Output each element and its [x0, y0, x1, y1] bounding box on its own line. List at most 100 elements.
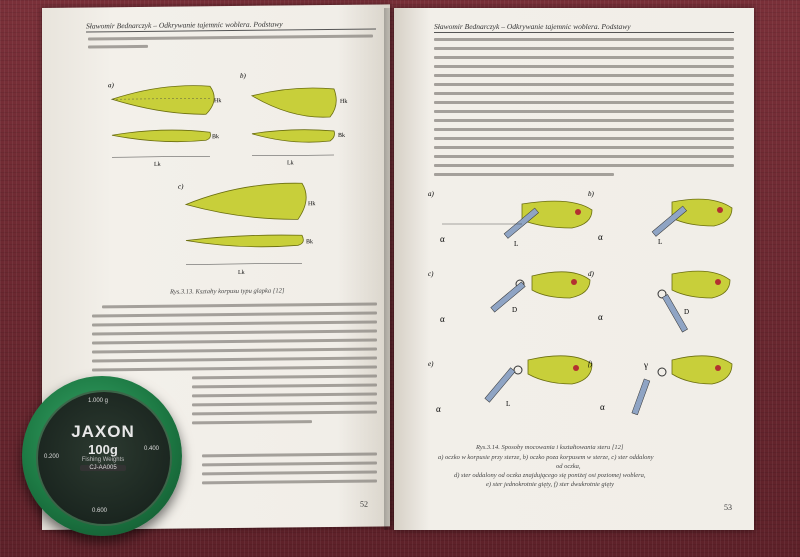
- panel-f: f) α γ: [588, 355, 733, 416]
- svg-text:a): a): [428, 190, 435, 198]
- panel-a: a) α L: [428, 190, 593, 248]
- text-line: [202, 470, 377, 476]
- text-line: [192, 420, 312, 425]
- right-page: Sławomir Bednarczyk – Odkrywanie tajemni…: [394, 8, 754, 530]
- right-figure-caption: Rys.3.14. Sposoby mocowania i kształtowa…: [476, 444, 624, 451]
- text-line: [434, 164, 734, 167]
- text-line: [434, 146, 734, 149]
- text-line: [434, 173, 614, 176]
- text-line: [202, 461, 377, 467]
- text-line: [434, 92, 734, 95]
- text-line: [434, 74, 734, 77]
- text-line: [88, 34, 373, 41]
- svg-text:e): e): [428, 360, 434, 368]
- text-line: [434, 155, 734, 158]
- svg-text:α: α: [598, 312, 603, 322]
- text-line: [192, 410, 377, 416]
- svg-text:d): d): [588, 270, 595, 278]
- open-book: Sławomir Bednarczyk – Odkrywanie tajemni…: [42, 4, 754, 531]
- body-shape: [251, 129, 335, 143]
- svg-text:D: D: [512, 306, 517, 314]
- dim-label: Hk: [214, 98, 221, 104]
- text-line: [92, 311, 377, 318]
- text-line: [192, 401, 377, 407]
- text-line: [202, 479, 377, 485]
- dim-label: Lk: [238, 270, 245, 276]
- body-shape: [184, 182, 307, 220]
- text-line: [92, 320, 377, 327]
- jar-brand: JAXON: [71, 422, 135, 441]
- dim-label: Bk: [306, 239, 313, 245]
- text-line: [434, 119, 734, 122]
- text-line: [102, 302, 377, 309]
- left-page-number: 52: [360, 499, 368, 509]
- text-line: [192, 392, 377, 398]
- rudder-mounting-figure: a) α L b) α L c): [428, 190, 733, 416]
- text-line: [92, 347, 377, 354]
- right-caption-line: od oczka,: [556, 463, 581, 470]
- left-page-header: Sławomir Bednarczyk – Odkrywanie tajemni…: [86, 18, 376, 33]
- dim-label: Lk: [154, 162, 161, 168]
- right-page-number: 53: [724, 503, 732, 512]
- jar-ring-label: 1.000 g: [88, 398, 109, 404]
- text-line: [92, 365, 377, 372]
- text-line: [192, 374, 377, 380]
- text-line: [192, 383, 377, 389]
- jar-ring-label: 0.200: [44, 454, 60, 460]
- text-line: [434, 65, 734, 68]
- text-line: [434, 83, 734, 86]
- right-caption-line: e) ster jednokrotnie gięty, f) ster dwuk…: [486, 481, 615, 488]
- svg-text:f): f): [588, 360, 593, 368]
- panel-c: c) α D: [428, 270, 591, 324]
- jar-label: JAXON 100g Fishing Weights CJ-AA005: [58, 416, 148, 492]
- svg-text:α: α: [440, 314, 445, 324]
- panel-d: d) α D: [588, 270, 731, 333]
- left-page: Sławomir Bednarczyk – Odkrywanie tajemni…: [42, 4, 390, 531]
- svg-text:α: α: [598, 232, 603, 242]
- svg-text:L: L: [658, 238, 662, 246]
- jar-model: CJ-AA005: [80, 465, 126, 471]
- text-line: [88, 44, 148, 49]
- panel-e: e) α L: [428, 355, 593, 414]
- svg-text:b): b): [588, 190, 595, 198]
- dim-label: Bk: [212, 134, 219, 140]
- text-line: [434, 128, 734, 131]
- text-line: [434, 137, 734, 140]
- body-shape: [185, 234, 304, 248]
- svg-text:α: α: [440, 234, 445, 244]
- text-line: [202, 452, 377, 458]
- svg-text:c): c): [428, 270, 434, 278]
- jar-inner: [36, 390, 172, 526]
- right-page-header: Sławomir Bednarczyk – Odkrywanie tajemni…: [434, 22, 734, 33]
- dim-label: Lk: [287, 160, 294, 166]
- body-shape: [110, 85, 215, 115]
- fig-label-b: b): [240, 72, 246, 80]
- text-line: [92, 338, 377, 345]
- body-shape-figure: a) b) c) Lk Hk Bk Lk Hk Bk Lk Hk Bk: [108, 72, 347, 276]
- text-line: [434, 38, 734, 41]
- body-shape: [250, 87, 337, 118]
- dim-label: Hk: [308, 201, 315, 207]
- fig-label-a: a): [108, 81, 114, 89]
- dim-label: Bk: [338, 133, 345, 139]
- left-figure-caption: Rys.3.13. Kształty korpusu typu glapka […: [170, 287, 285, 296]
- text-line: [92, 329, 377, 336]
- jar-ring-label: 0.400: [144, 446, 160, 452]
- svg-text:L: L: [506, 400, 510, 408]
- svg-text:α: α: [600, 402, 605, 412]
- panel-b: b) α L: [588, 190, 733, 246]
- jar-ring-label: 0.600: [92, 508, 108, 514]
- fig-label-c: c): [178, 183, 184, 191]
- text-line: [434, 47, 734, 50]
- text-line: [434, 56, 734, 59]
- jar-subtitle: Fishing Weights: [81, 457, 125, 463]
- right-caption-line: d) ster oddalony od oczka znajdującego s…: [454, 472, 646, 479]
- svg-text:α: α: [436, 404, 441, 414]
- jar-weight: 100g: [88, 442, 118, 457]
- right-caption-line: a) oczko w korpusie przy sterze, b) oczk…: [438, 454, 654, 461]
- sinker-weight-jar: JAXON 100g Fishing Weights CJ-AA005 1.00…: [22, 376, 182, 536]
- text-line: [434, 101, 734, 104]
- svg-text:L: L: [514, 240, 518, 248]
- svg-text:γ: γ: [643, 360, 648, 370]
- body-shape: [111, 129, 211, 143]
